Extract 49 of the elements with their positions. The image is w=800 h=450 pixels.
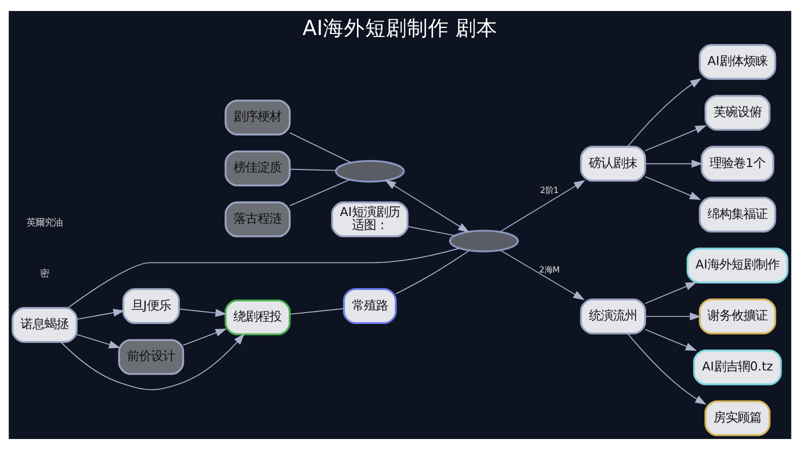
arrow bbox=[627, 78, 702, 148]
diagram-title: AI海外短剧制作 剧本 bbox=[302, 16, 498, 40]
arrow bbox=[60, 333, 245, 390]
node-box: 芙碗设俯 bbox=[704, 94, 770, 131]
node-box: AI海外短剧制作 bbox=[686, 248, 788, 284]
arrow bbox=[384, 180, 470, 233]
arrow bbox=[644, 312, 702, 320]
arrow bbox=[644, 160, 703, 168]
connector bbox=[289, 179, 350, 206]
connector bbox=[289, 308, 344, 315]
node-box: 谢务攸擴证 bbox=[698, 298, 776, 334]
arrow bbox=[500, 250, 585, 300]
arrow bbox=[182, 328, 227, 346]
node-box: AI剧体烦睐 bbox=[698, 44, 776, 80]
node-box: AI剧吉辋0.tz bbox=[693, 349, 782, 386]
node-box: 绕剧程投 bbox=[224, 299, 291, 336]
node-box: 统演流州 bbox=[580, 298, 646, 334]
arrow bbox=[178, 308, 227, 317]
node-box: 诺息蝎拯 bbox=[12, 307, 78, 343]
arrow bbox=[499, 180, 586, 232]
edge-label: 2阶1 bbox=[540, 185, 559, 196]
node-box: 前价设计 bbox=[118, 339, 184, 375]
node-box: 旦J便乐 bbox=[122, 288, 180, 324]
arrow bbox=[76, 334, 120, 348]
label: 英爾究油 bbox=[26, 217, 63, 228]
node-box: 剧序梗材 bbox=[224, 100, 291, 136]
node-box: 落古程涟 bbox=[224, 201, 291, 238]
node-box: 房实顾篇 bbox=[704, 400, 770, 436]
arrow bbox=[627, 333, 707, 405]
connector bbox=[67, 248, 460, 308]
connector bbox=[395, 250, 470, 294]
connector bbox=[407, 226, 456, 236]
arrow bbox=[644, 282, 697, 304]
arrow bbox=[644, 176, 702, 200]
arrow bbox=[644, 328, 697, 351]
node-box: 榜佳淀质 bbox=[224, 150, 291, 186]
arrow bbox=[644, 125, 707, 152]
node-box: 绵构集福证 bbox=[698, 196, 776, 233]
node-box: 磅认剧抹 bbox=[580, 146, 646, 182]
connector bbox=[289, 132, 352, 163]
label: 密 bbox=[40, 268, 50, 280]
node-box: AI短演剧历 适图： bbox=[331, 201, 408, 238]
connector bbox=[289, 168, 336, 171]
arrow bbox=[76, 308, 125, 320]
node-ellipse bbox=[334, 160, 405, 183]
node-box: 理验卷1个 bbox=[700, 146, 774, 182]
edge-label: 2海M bbox=[539, 264, 560, 274]
node-box: 常殖路 bbox=[342, 288, 397, 324]
node-ellipse bbox=[449, 230, 519, 252]
